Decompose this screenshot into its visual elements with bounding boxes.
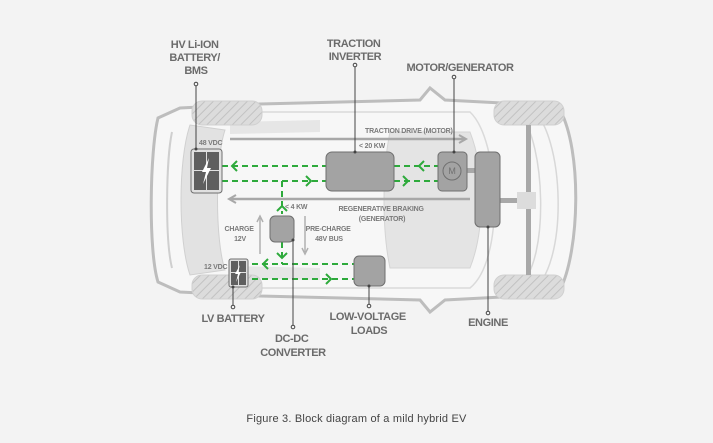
inverter-power-annotation: < 20 KW: [359, 143, 386, 150]
charge-12v-annotation: CHARGE 12V: [225, 226, 256, 243]
lv-voltage-annotation: 12 VDC: [204, 264, 227, 271]
energy-flow-chevrons: [230, 160, 425, 285]
driveshaft: [500, 198, 526, 203]
leader-lines: [193, 62, 491, 330]
dcdc-power-annotation: < 4 KW: [285, 204, 308, 211]
precharge-48v-arrow: [301, 216, 309, 256]
traction-drive-annotation: TRACTION DRIVE (MOTOR): [365, 128, 453, 135]
lightning-bolt-icon: [235, 265, 241, 282]
leader-endpoints: [194, 147, 490, 289]
figure-caption: Figure 3. Block diagram of a mild hybrid…: [246, 413, 467, 425]
wheel-front-right: [493, 100, 565, 126]
wheel-front-left: [191, 100, 263, 126]
label-dcdc-converter: DC-DC CONVERTER: [260, 333, 326, 359]
wheel-rear-right: [493, 274, 565, 300]
motor-engine-coupling: [466, 168, 476, 173]
differential: [517, 192, 536, 209]
label-low-voltage-loads: LOW-VOLTAGE LOADS: [330, 311, 409, 337]
label-engine: ENGINE: [468, 317, 508, 329]
hv-battery-block[interactable]: [190, 148, 223, 194]
engine-block[interactable]: [474, 151, 501, 228]
motor-symbol: M: [448, 166, 455, 176]
lv-battery-block[interactable]: [228, 258, 249, 288]
traction-inverter-block[interactable]: [325, 151, 395, 192]
regen-braking-annotation: REGENERATIVE BRAKING (GENERATOR): [338, 206, 425, 223]
label-lv-battery: LV BATTERY: [201, 313, 265, 325]
charge-12v-arrow: [256, 214, 264, 254]
wheel-rear-left: [191, 274, 263, 300]
low-voltage-loads-block[interactable]: [353, 255, 386, 287]
label-motor-generator: MOTOR/GENERATOR: [406, 62, 514, 74]
label-traction-inverter: TRACTION INVERTER: [327, 38, 383, 63]
regenerative-braking-arrow: [226, 194, 470, 204]
lightning-bolt-icon: [202, 158, 211, 184]
traction-drive-arrow: [230, 134, 469, 144]
hv-voltage-annotation: 48 VDC: [199, 140, 222, 147]
motor-generator-block[interactable]: M: [437, 151, 468, 192]
dcdc-converter-block[interactable]: [269, 215, 295, 243]
precharge-annotation: PRE-CHARGE 48V BUS: [306, 226, 353, 243]
energy-flow-paths: [222, 165, 438, 280]
label-hv-battery: HV Li-ION BATTERY/ BMS: [169, 39, 222, 77]
